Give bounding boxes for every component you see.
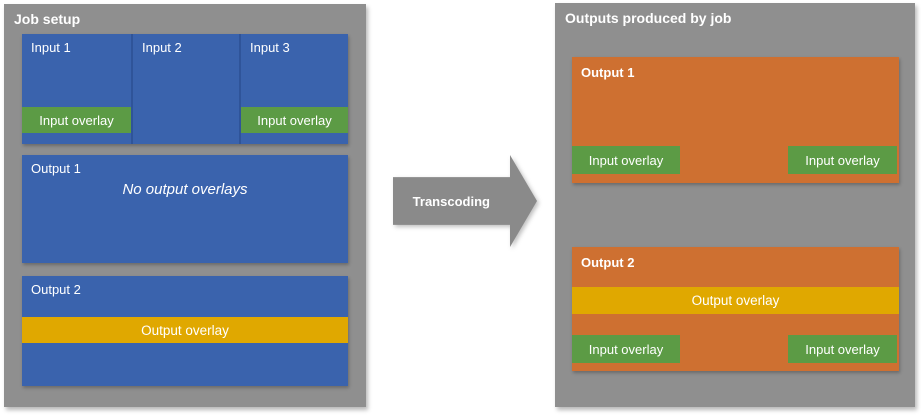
job-setup-title: Job setup (14, 11, 81, 27)
produced-output-1-input-overlay-right: Input overlay (788, 146, 897, 174)
transcoding-arrow: Transcoding (393, 155, 537, 247)
input-3-label: Input 3 (250, 40, 290, 55)
outputs-panel-title: Outputs produced by job (565, 10, 732, 26)
input-2-box: Input 2 (133, 34, 239, 144)
produced-output-2-input-overlay-left: Input overlay (572, 335, 680, 363)
setup-output-overlay-band: Output overlay (22, 317, 348, 343)
input-1-box: Input 1 Input overlay (22, 34, 131, 144)
setup-output-1-label: Output 1 (31, 161, 81, 176)
outputs-panel: Outputs produced by job Output 1 Input o… (555, 3, 915, 407)
produced-output-1-input-overlay-left: Input overlay (572, 146, 680, 174)
produced-output-2-box: Output 2 Output overlay Input overlay In… (572, 247, 899, 371)
no-output-overlays-note: No output overlays (122, 181, 248, 198)
input-1-label: Input 1 (31, 40, 71, 55)
produced-output-2-output-overlay-band: Output overlay (572, 287, 899, 314)
input-1-overlay-badge: Input overlay (22, 107, 131, 133)
produced-output-2-input-overlay-right: Input overlay (788, 335, 897, 363)
produced-output-2-label: Output 2 (581, 255, 635, 270)
inputs-strip: Input 1 Input overlay Input 2 Input 3 In… (22, 34, 348, 144)
input-3-overlay-badge: Input overlay (241, 107, 348, 133)
setup-output-2-box: Output 2 Output overlay (22, 276, 348, 386)
input-2-label: Input 2 (142, 40, 182, 55)
job-setup-panel: Job setup Input 1 Input overlay Input 2 … (4, 4, 366, 407)
transcoding-arrow-label: Transcoding (412, 193, 490, 209)
setup-output-1-box: Output 1 No output overlays (22, 155, 348, 263)
input-3-box: Input 3 Input overlay (241, 34, 348, 144)
setup-output-2-label: Output 2 (31, 282, 81, 297)
produced-output-1-label: Output 1 (581, 65, 635, 80)
produced-output-1-box: Output 1 Input overlay Input overlay (572, 57, 899, 183)
